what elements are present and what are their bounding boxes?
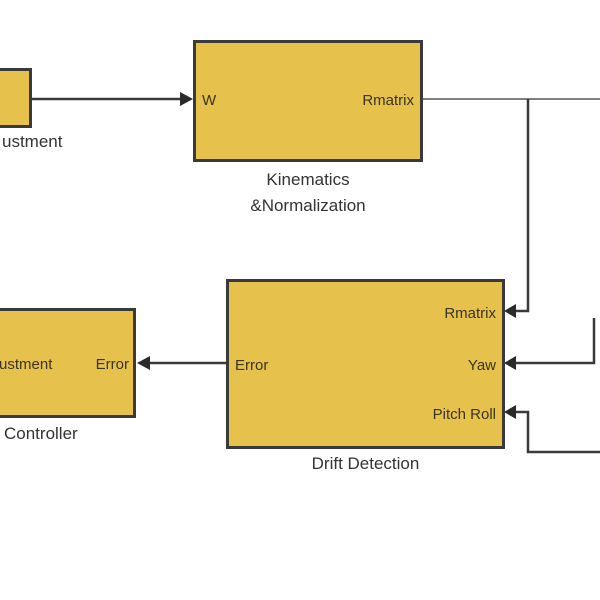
- drift-port-error: Error: [235, 357, 269, 374]
- kinematics-port-w: W: [202, 92, 217, 109]
- drift-port-yaw: Yaw: [467, 357, 496, 374]
- controller-caption: Controller: [4, 424, 78, 443]
- kinematics-caption-line1: Kinematics: [266, 170, 350, 189]
- drift-detection-caption: Drift Detection: [311, 454, 420, 473]
- controller-port-error: Error: [95, 356, 129, 373]
- kinematics-caption-line2: &Normalization: [250, 196, 366, 215]
- arrow-into-controller-error: [137, 356, 150, 370]
- wire-branch-to-drift-rmatrix: [515, 99, 530, 313]
- arrow-into-drift-pitchroll: [504, 405, 516, 419]
- arrow-into-drift-rmatrix: [504, 304, 516, 318]
- adjustment-block[interactable]: [0, 68, 32, 128]
- arrow-into-drift-yaw: [504, 356, 516, 370]
- drift-detection-block[interactable]: Error Rmatrix Yaw Pitch Roll: [226, 279, 505, 449]
- controller-port-adjustment: ustment: [0, 356, 53, 373]
- wire-yaw-input: [516, 318, 596, 365]
- kinematics-block[interactable]: W Rmatrix: [193, 40, 423, 162]
- adjustment-caption: ustment: [2, 132, 63, 151]
- drift-port-rmatrix: Rmatrix: [444, 305, 496, 322]
- arrow-into-kinematics-w: [180, 92, 193, 106]
- wire-pitchroll-input: [516, 410, 600, 454]
- controller-block[interactable]: ustment Error: [0, 308, 136, 418]
- drift-port-pitch-roll: Pitch Roll: [432, 406, 496, 423]
- kinematics-port-rmatrix: Rmatrix: [362, 92, 414, 109]
